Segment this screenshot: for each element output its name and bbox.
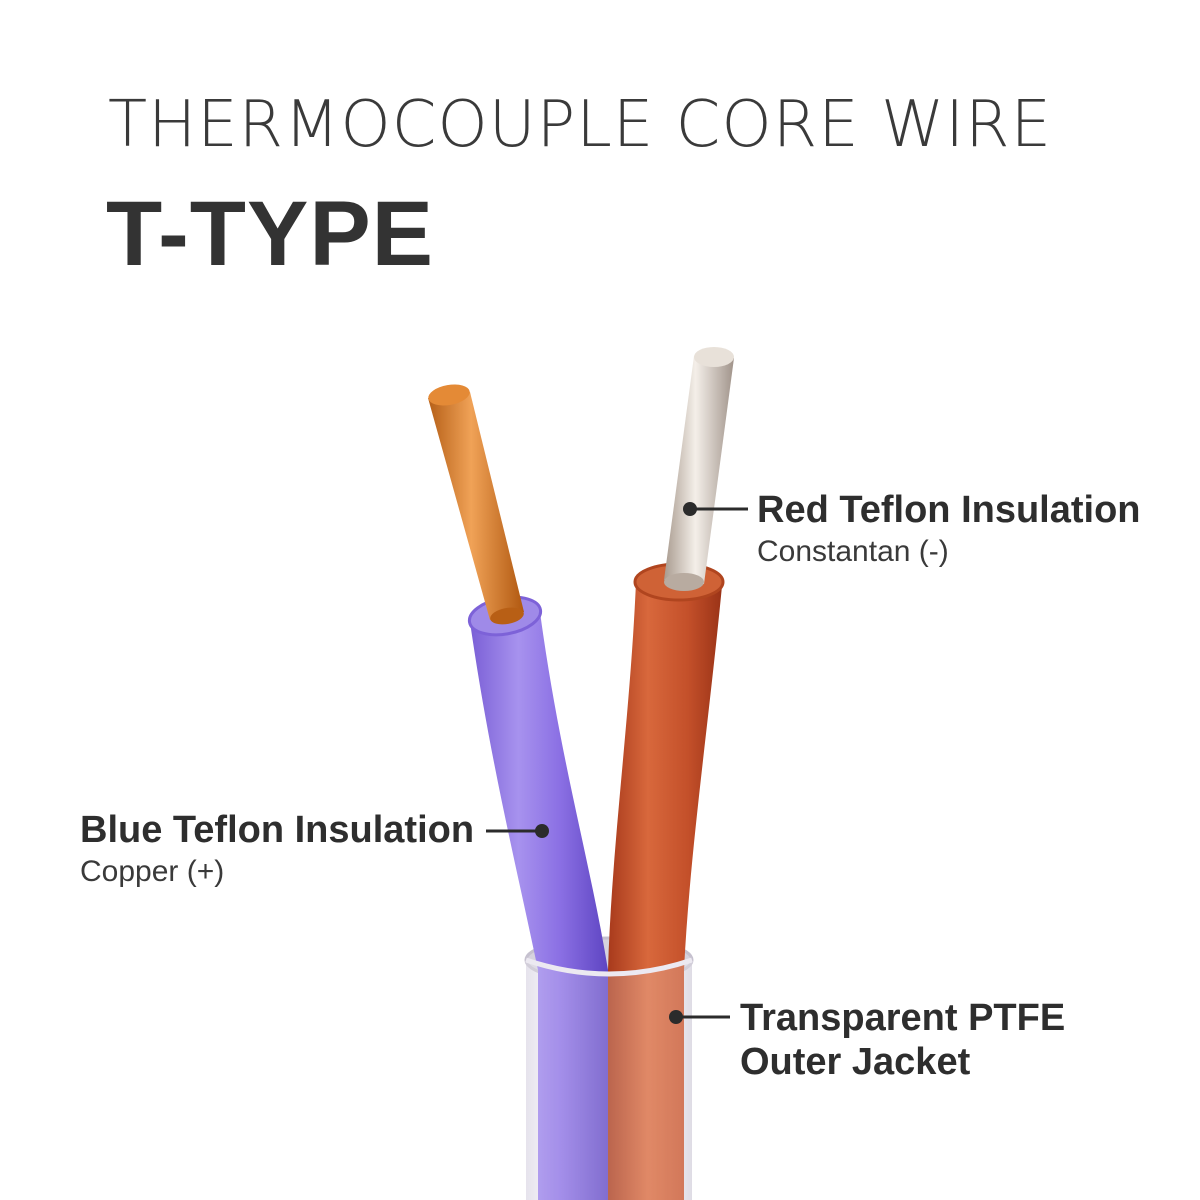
constantan-core bbox=[664, 347, 734, 591]
callout-red-detail: Constantan (-) bbox=[757, 535, 949, 568]
leader-blue bbox=[486, 824, 549, 838]
outer-jacket-front bbox=[525, 957, 693, 1200]
callout-jacket-heading-line2: Outer Jacket bbox=[740, 1041, 971, 1083]
callout-red-insulation: Red Teflon Insulation Constantan (-) bbox=[757, 488, 1141, 572]
callout-blue-detail: Copper (+) bbox=[80, 855, 225, 888]
callout-jacket-heading-line1: Transparent PTFE bbox=[740, 997, 1066, 1039]
callout-outer-jacket: Transparent PTFE Outer Jacket bbox=[740, 996, 1065, 1084]
leader-jacket bbox=[669, 1010, 730, 1024]
page-title: THERMOCOUPLE CORE WIRE bbox=[108, 88, 1053, 162]
leader-red bbox=[683, 502, 748, 516]
callout-blue-heading: Blue Teflon Insulation bbox=[80, 809, 475, 851]
page-subtitle: T-TYPE bbox=[106, 183, 435, 285]
callout-red-heading: Red Teflon Insulation bbox=[757, 489, 1141, 531]
copper-core bbox=[428, 384, 524, 625]
callout-blue-insulation: Blue Teflon Insulation Copper (+) bbox=[80, 808, 474, 892]
